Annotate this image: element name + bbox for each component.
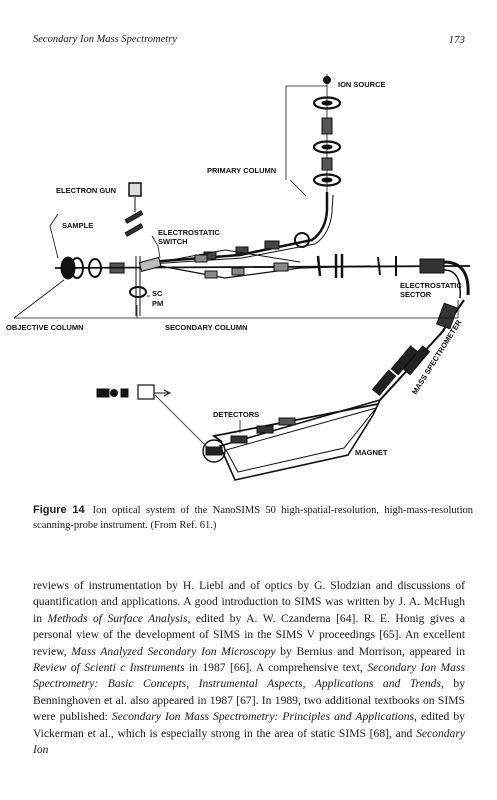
label-electrostatic-sector-line2: SECTOR [400,290,432,299]
paragraph-run: by Bernius and Morrison, appeared in [275,644,465,658]
detectors [96,384,296,463]
label-secondary-column: SECONDARY COLUMN [165,323,248,332]
label-magnet: MAGNET [355,448,388,457]
label-primary-column: PRIMARY COLUMN [207,166,276,175]
label-electrostatic-sector-line1: ELECTROSTATIC [400,281,462,290]
page-number: 173 [448,34,466,46]
citation-title: Methods of Surface Analysis [47,611,188,625]
body-paragraph: reviews of instrumentation by H. Liebl a… [33,578,465,758]
leader-lines [13,85,459,319]
label-electrostatic-switch-line1: ELECTROSTATIC [158,228,220,237]
label-pm: PM [152,299,163,308]
electrostatic-switch [129,256,162,316]
body-text: reviews of instrumentation by H. Liebl a… [33,578,465,758]
figure-14: ION SOURCE PRIMARY COLUMN ELECTRON GUN S… [0,62,497,502]
running-head: Secondary Ion Mass Spectrometry 173 [33,34,465,50]
nanosims-ion-optics-diagram: ION SOURCE PRIMARY COLUMN ELECTRON GUN S… [6,74,471,481]
paragraph-run: in 1987 [66]. A comprehensive text, [184,661,368,675]
secondary-column [159,249,397,279]
sample-objective [54,256,471,280]
label-electrostatic-switch-line2: SWITCH [158,237,188,246]
paragraph-run: , edited by Vickerman et al., which is e… [33,710,465,740]
running-title: Secondary Ion Mass Spectrometry [33,34,177,45]
label-sample: SAMPLE [62,221,93,230]
citation-title: Review of Scienti c Instruments [33,661,185,675]
citation-title: Secondary Ion [33,726,465,757]
label-electron-gun: ELECTRON GUN [56,186,116,195]
label-objective-column: OBJECTIVE COLUMN [6,323,84,332]
citation-title: Secondary Ion Mass Spectrometry: Basic C… [33,661,465,691]
label-detectors: DETECTORS [213,410,259,419]
electron-gun [124,182,144,237]
paragraph-run: , by Benninghoven et al. also appeared i… [33,677,466,724]
primary-column-beam [149,192,334,265]
magnet [211,398,382,481]
citation-title: Secondary Ion Mass Spectrometry: Princip… [111,710,414,724]
label-ion-source: ION SOURCE [338,80,386,89]
citation-title: Mass Analyzed Secondary Ion Microscopy [71,644,276,658]
paragraph-run: , edited by A. W. Czanderna [64]. R. E. … [33,611,466,658]
label-sc: SC [152,289,163,298]
ion-source-assembly [312,74,342,192]
figure-caption-label: Figure 14 [33,504,85,516]
paragraph-run: reviews of instrumentation by H. Liebl a… [33,579,465,625]
figure-caption-text: Ion optical system of the NanoSIMS 50 hi… [33,505,473,531]
